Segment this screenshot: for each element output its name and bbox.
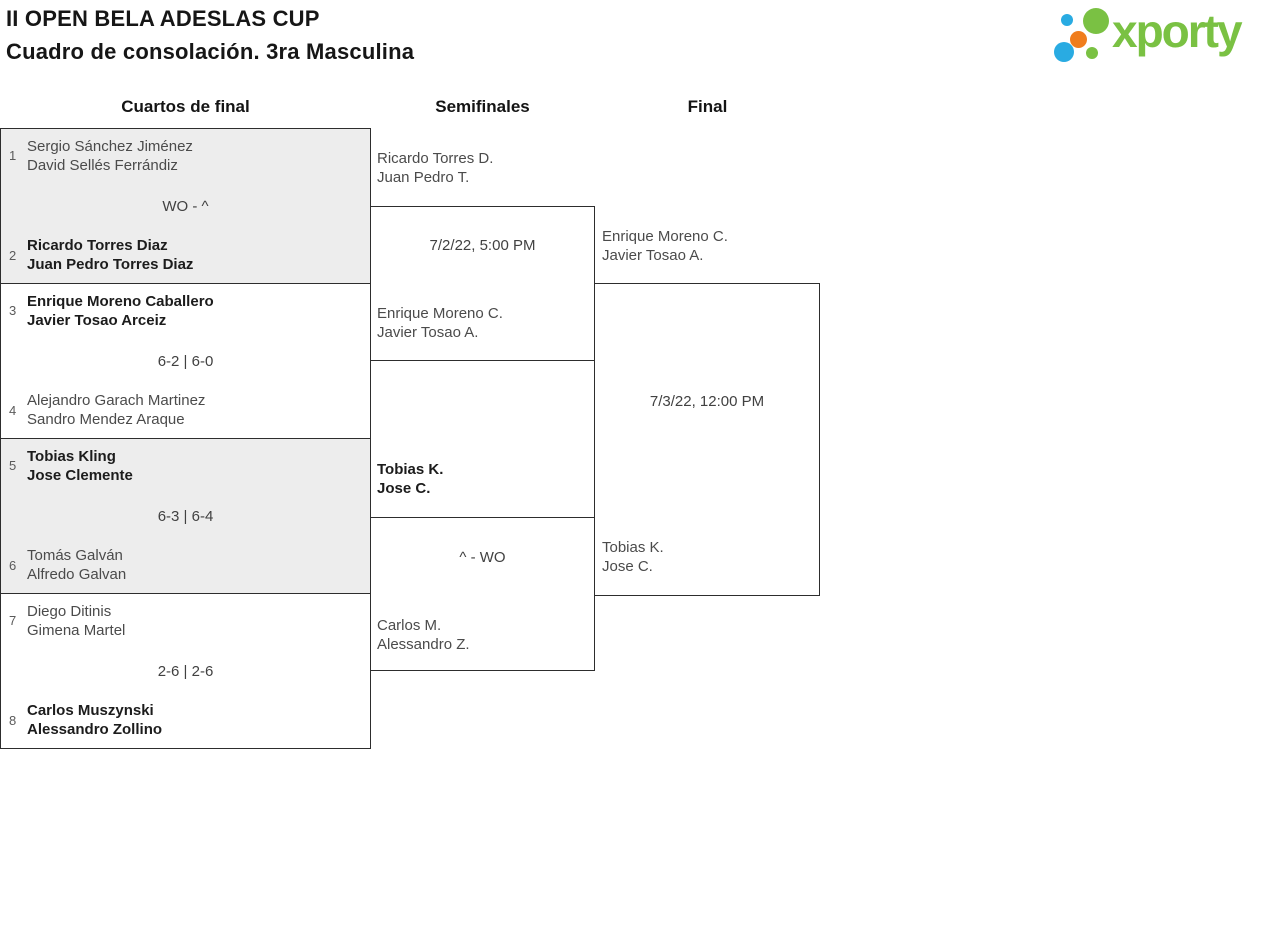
player-name: Ricardo Torres Diaz <box>27 237 168 254</box>
team-pair: Carlos M. Alessandro Z. <box>377 616 470 654</box>
player-name: Enrique Moreno C. <box>602 228 728 245</box>
player-name: Enrique Moreno Caballero <box>27 293 214 310</box>
seed-number: 1 <box>9 148 17 163</box>
seed-number: 3 <box>9 303 17 318</box>
final-match[interactable] <box>594 283 820 596</box>
player-name: Juan Pedro T. <box>377 169 470 186</box>
player-name: Javier Tosao A. <box>377 324 479 341</box>
seed-number: 6 <box>9 558 17 573</box>
player-name: Alessandro Z. <box>377 636 470 653</box>
logo-dot-icon <box>1086 47 1098 59</box>
match-score: 6-3 | 6-4 <box>157 508 214 525</box>
team-pair: Sergio Sánchez Jiménez David Sellés Ferr… <box>27 137 193 175</box>
page-title: II OPEN BELA ADESLAS CUP Cuadro de conso… <box>6 2 414 68</box>
logo-dot-icon <box>1070 31 1087 48</box>
team-pair: Enrique Moreno Caballero Javier Tosao Ar… <box>27 292 214 330</box>
match-score: 6-2 | 6-0 <box>157 353 214 370</box>
team-pair: Enrique Moreno C. Javier Tosao A. <box>377 304 503 342</box>
player-name: Alejandro Garach Martinez <box>27 392 206 409</box>
logo-dot-icon <box>1083 8 1109 34</box>
player-name: Tobias K. <box>602 539 664 556</box>
player-name: Javier Tosao A. <box>602 247 704 264</box>
player-name: David Sellés Ferrándiz <box>27 157 178 174</box>
team-pair: Diego Ditinis Gimena Martel <box>27 602 125 640</box>
team-pair: Alejandro Garach Martinez Sandro Mendez … <box>27 391 205 429</box>
qf-match-3[interactable]: 5 Tobias Kling Jose Clemente 6-3 | 6-4 6… <box>0 438 371 594</box>
seed-number: 8 <box>9 713 17 728</box>
seed-number: 7 <box>9 613 17 628</box>
qf-match-1[interactable]: 1 Sergio Sánchez Jiménez David Sellés Fe… <box>0 128 371 284</box>
team-pair: Tomás Galván Alfredo Galvan <box>27 546 126 584</box>
player-name: Carlos M. <box>377 617 442 634</box>
bracket-subtitle: Cuadro de consolación. 3ra Masculina <box>6 39 415 64</box>
player-name: Tomás Galván <box>27 547 123 564</box>
player-name: Juan Pedro Torres Diaz <box>27 256 194 273</box>
seed-number: 2 <box>9 248 17 263</box>
team-pair: Carlos Muszynski Alessandro Zollino <box>27 701 162 739</box>
round-header-semifinals: Semifinales <box>435 97 530 116</box>
player-name: Alfredo Galvan <box>27 566 127 583</box>
qf-match-4[interactable]: 7 Diego Ditinis Gimena Martel 2-6 | 2-6 … <box>0 593 371 749</box>
xporty-logo[interactable]: xporty <box>1050 0 1275 72</box>
qf-match-2[interactable]: 3 Enrique Moreno Caballero Javier Tosao … <box>0 283 371 439</box>
player-name: Jose C. <box>602 558 653 575</box>
seed-number: 4 <box>9 403 17 418</box>
match-score: WO - ^ <box>162 198 209 215</box>
team-pair: Ricardo Torres D. Juan Pedro T. <box>377 149 493 187</box>
player-name: Jose C. <box>377 480 431 497</box>
player-name: Gimena Martel <box>27 622 126 639</box>
match-datetime: 7/3/22, 12:00 PM <box>649 393 765 410</box>
match-score: ^ - WO <box>459 549 506 566</box>
logo-dot-icon <box>1054 42 1074 62</box>
round-header-quarterfinals: Cuartos de final <box>121 97 250 116</box>
seed-number: 5 <box>9 458 17 473</box>
logo-dot-icon <box>1061 14 1073 26</box>
team-pair: Enrique Moreno C. Javier Tosao A. <box>602 227 728 265</box>
sf-match-2[interactable] <box>370 517 595 671</box>
player-name: Tobias Kling <box>27 448 116 465</box>
round-header-final: Final <box>687 97 728 116</box>
player-name: Sandro Mendez Araque <box>27 411 185 428</box>
team-pair: Tobias Kling Jose Clemente <box>27 447 133 485</box>
xporty-logo-text: xporty <box>1112 5 1243 57</box>
player-name: Diego Ditinis <box>27 603 112 620</box>
player-name: Tobias K. <box>377 461 444 478</box>
match-datetime: 7/2/22, 5:00 PM <box>429 237 536 254</box>
player-name: Alessandro Zollino <box>27 721 163 738</box>
team-pair: Tobias K. Jose C. <box>602 538 664 576</box>
team-pair: Ricardo Torres Diaz Juan Pedro Torres Di… <box>27 236 193 274</box>
team-pair: Tobias K. Jose C. <box>377 460 443 498</box>
player-name: Enrique Moreno C. <box>377 305 503 322</box>
tournament-name: II OPEN BELA ADESLAS CUP <box>6 6 320 31</box>
player-name: Ricardo Torres D. <box>377 150 494 167</box>
player-name: Jose Clemente <box>27 467 133 484</box>
player-name: Sergio Sánchez Jiménez <box>27 138 193 155</box>
player-name: Carlos Muszynski <box>27 702 154 719</box>
match-score: 2-6 | 2-6 <box>157 663 214 680</box>
sf-match-1[interactable] <box>370 206 595 361</box>
player-name: Javier Tosao Arceiz <box>27 312 167 329</box>
